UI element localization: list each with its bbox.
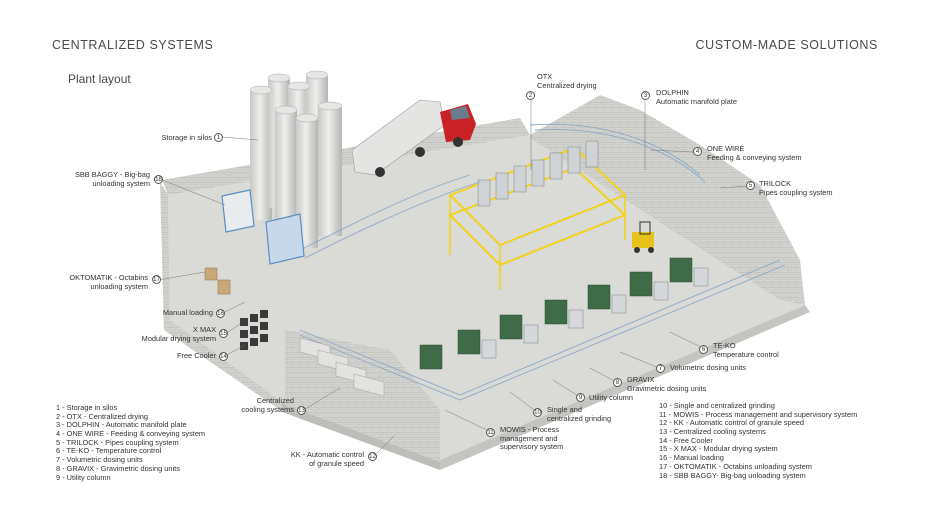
legend-item: 8 - GRAVIX - Gravimetric dosing units (56, 463, 180, 473)
callout-number-18: 18 (154, 175, 163, 184)
legend-item: 1 - Storage in silos (56, 403, 118, 412)
callout-label-oktomatik: OKTOMATIK - Octabins unloading system (69, 273, 148, 291)
legend-item: 5 - TRILOCK - Pipes coupling system (56, 437, 179, 447)
front-wall-bottom (282, 402, 440, 470)
legend-item: 14 - Free Cooler (659, 435, 713, 445)
callout-number-11: 11 (486, 428, 495, 437)
legend-item: 16 - Manual loading (659, 453, 724, 463)
legend-item: 6 - TE-KO - Temperature control (56, 446, 162, 456)
octabins (204, 267, 231, 295)
legend-item: 13 - Centralized cooling systems (659, 427, 766, 437)
tanker-truck (351, 99, 476, 177)
callout-number-12: 12 (368, 452, 377, 461)
dosing-units (419, 257, 709, 370)
legend-item: 15 - X MAX - Modular drying system (659, 444, 778, 454)
front-wall-right (440, 305, 810, 470)
callout-number-13: 13 (297, 406, 306, 415)
callout-number-2: 2 (526, 91, 535, 100)
callout-label-storage-in-silos: Storage in silos (161, 133, 212, 142)
legend-item: 11 - MOWIS - Process management and supe… (659, 409, 858, 419)
callout-number-10: 10 (533, 408, 542, 417)
free-cooler-units (240, 310, 268, 350)
callout-label-one-wire: ONE WIRE Feeding & conveying system (707, 144, 802, 162)
callout-label-trilock: TRILOCK Pipes coupling system (759, 179, 833, 197)
callout-label-grinding: Single and centralized grinding (547, 405, 612, 423)
callout-label-utility-column: Utility column (589, 393, 633, 402)
callout-label-mowis: MOWIS - Process management and superviso… (500, 425, 564, 452)
callout-label-manual-loading: Manual loading (162, 308, 213, 317)
callout-leaders (157, 100, 749, 458)
right-section-title: CUSTOM-MADE SOLUTIONS (695, 38, 878, 52)
callout-number-7: 7 (656, 364, 665, 373)
callout-number-8: 8 (613, 378, 622, 387)
back-wall-right (530, 95, 805, 305)
legend-right: 10 - Single and centralized grinding 11 … (659, 401, 858, 480)
legend-item: 4 - ONE WIRE - Feeding & conveying syste… (56, 429, 206, 439)
legend-item: 18 - SBB BAGGY- Big-bag unloading system (659, 470, 806, 480)
legend-item: 2 - OTX - Centralized drying (56, 411, 149, 421)
callout-label-otx: OTX Centralized drying (537, 72, 597, 90)
legend-left: 1 - Storage in silos 2 - OTX - Centraliz… (56, 403, 206, 482)
callout-number-16: 16 (216, 309, 225, 318)
centralized-cooling-units (299, 337, 385, 397)
plant-layout-subtitle: Plant layout (68, 72, 131, 86)
legend-item: 3 - DOLPHIN - Automatic manifold plate (56, 420, 187, 430)
callout-number-5: 5 (746, 181, 755, 190)
callout-label-gravix: GRAVIX Gravimetric dosing units (627, 375, 707, 393)
callout-number-1: 1 (214, 133, 223, 142)
forklift (632, 221, 654, 253)
legend-item: 10 - Single and centralized grinding (659, 401, 775, 410)
legend-item: 9 - Utility column (56, 472, 111, 482)
big-bag-unloader (221, 189, 305, 265)
front-wall-left (160, 182, 283, 412)
conveying-pipes (299, 123, 786, 401)
callout-label-te-ko: TE-KO Temperature control (713, 341, 779, 359)
legend-item: 7 - Volumetric dosing units (56, 455, 143, 465)
callout-label-kk: KK - Automatic control of granule speed (290, 450, 364, 468)
callout-label-x-max: X MAX Modular drying system (141, 325, 216, 343)
callout-label-cooling: Centralized cooling systems (241, 396, 294, 414)
callout-label-sbb-baggy: SBB BAGGY - Big-bag unloading system (74, 170, 150, 188)
silos (249, 70, 343, 248)
callout-label-dolphin: DOLPHIN Automatic manifold plate (656, 88, 737, 106)
legend-item: 17 - OKTOMATIK - Octabins unloading syst… (659, 461, 812, 471)
callout-number-9: 9 (576, 393, 585, 402)
callout-number-4: 4 (693, 147, 702, 156)
callout-number-17: 17 (152, 275, 161, 284)
callout-label-free-cooler: Free Cooler (176, 351, 216, 360)
legend-item: 12 - KK - Automatic control of granule s… (659, 418, 805, 428)
callout-number-3: 3 (641, 91, 650, 100)
left-section-title: CENTRALIZED SYSTEMS (52, 38, 214, 52)
callout-number-15: 15 (219, 329, 228, 338)
callout-number-6: 6 (699, 345, 708, 354)
otx-dryer-frame (448, 140, 627, 290)
callout-label-volumetric: Volumetric dosing units (670, 363, 746, 372)
callout-number-14: 14 (219, 352, 228, 361)
